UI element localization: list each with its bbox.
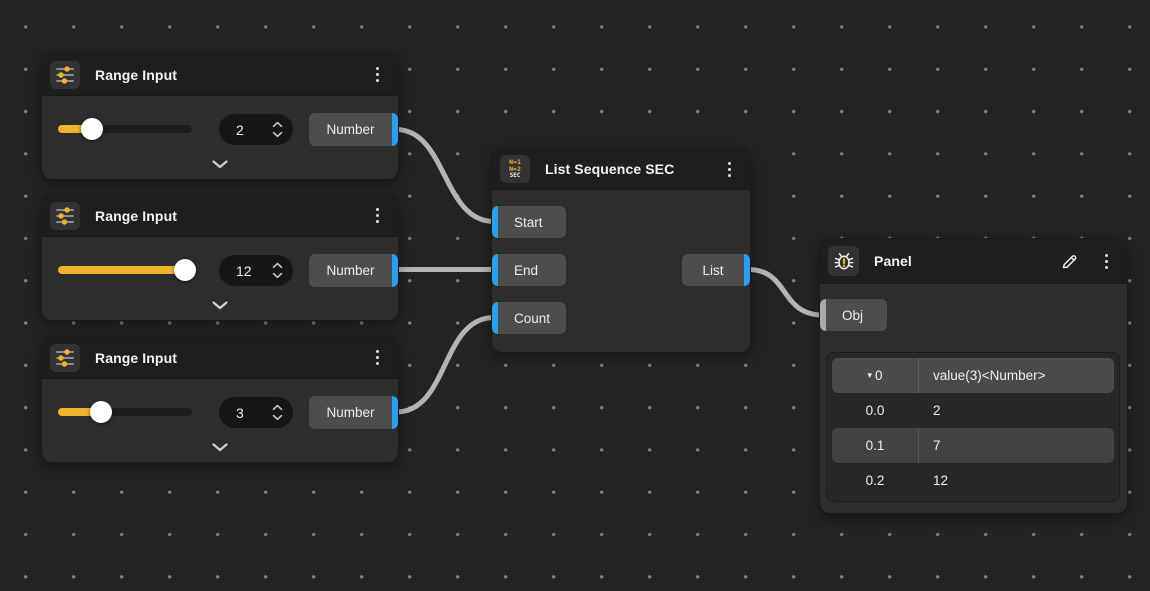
icon-text: N=1 [509,158,521,166]
number-input[interactable]: 2 [219,114,293,145]
row-key: 0.2 [865,473,885,488]
port-label: Number [326,122,375,137]
icon-text: SEC [509,172,521,179]
kebab-menu-icon[interactable] [371,346,384,369]
kebab-menu-icon[interactable] [371,204,384,227]
list-sequence-node[interactable]: N=1 N=2 SEC List Sequence SEC Start End … [492,149,750,352]
slider-track[interactable] [58,125,192,133]
slider-fill [58,266,186,274]
sequence-sec-icon: N=1 N=2 SEC [500,155,530,183]
kebab-menu-icon[interactable] [1100,250,1113,273]
table-header-value: value(3)<Number> [918,358,1114,393]
kebab-menu-icon[interactable] [723,158,736,181]
port-label: Number [326,405,375,420]
table-header-key[interactable]: ▾ 0 [832,368,918,383]
node-title: Range Input [95,66,177,83]
sliders-icon [50,201,80,230]
node-title: Panel [874,253,912,269]
output-port-number[interactable]: Number [309,396,398,429]
slider-fill [58,408,101,416]
sliders-icon [50,343,80,372]
spinner-down-icon[interactable] [272,131,283,138]
collapse-arrow-icon[interactable]: ▾ [867,370,872,380]
port-label: Obj [842,307,864,323]
chevron-down-icon[interactable] [206,154,235,176]
port-label: List [702,262,724,278]
row-key: 0.0 [865,403,885,418]
row-value: 12 [933,473,949,488]
spinner-up-icon[interactable] [272,121,283,128]
input-port-end[interactable]: End [492,254,566,286]
slider-fill [58,125,92,133]
node-title: List Sequence SEC [545,161,675,177]
output-port-number[interactable]: Number [309,113,398,146]
spinner-down-icon[interactable] [272,272,283,279]
node-title: Range Input [95,349,177,366]
range-input-node-1[interactable]: Range Input 2 Number [42,54,398,179]
input-port-count[interactable]: Count [492,302,566,334]
icon-text: N=2 [509,164,521,173]
slider-track[interactable] [58,266,192,274]
range-slider[interactable] [58,401,192,423]
number-value[interactable]: 12 [236,262,252,279]
chevron-down-icon[interactable] [206,295,235,317]
pencil-icon[interactable] [1060,252,1079,271]
header-key-text: 0 [875,368,883,383]
range-input-node-3[interactable]: Range Input 3 Number [42,337,398,462]
table-row-highlighted[interactable]: 0.1 7 [832,428,1114,463]
chevron-down-icon[interactable] [206,437,235,459]
range-slider[interactable] [58,259,197,281]
table-header-row[interactable]: ▾ 0 value(3)<Number> [832,358,1114,393]
spinner-down-icon[interactable] [272,414,283,421]
port-label: End [514,262,539,278]
node-header[interactable]: Range Input [42,337,398,379]
input-port-obj[interactable]: Obj [820,299,887,331]
node-title: Range Input [95,207,177,224]
row-value: 2 [933,403,941,418]
spinner-up-icon[interactable] [272,262,283,269]
port-label: Start [514,214,543,230]
node-header[interactable]: N=1 N=2 SEC List Sequence SEC [492,149,750,190]
slider-thumb[interactable] [174,259,197,281]
slider-thumb[interactable] [89,401,112,423]
kebab-menu-icon[interactable] [371,63,384,86]
output-port-list[interactable]: List [682,254,750,286]
wire-list-to-obj[interactable] [745,267,826,318]
node-header[interactable]: Range Input [42,54,398,96]
node-header[interactable]: Panel [820,239,1127,284]
input-port-start[interactable]: Start [492,206,566,238]
wire-number-to-start[interactable] [393,127,497,224]
output-port-number[interactable]: Number [309,254,398,287]
row-key: 0.1 [865,438,885,453]
range-slider[interactable] [58,118,192,140]
slider-thumb[interactable] [80,118,103,140]
number-value[interactable]: 3 [236,404,244,421]
slider-track[interactable] [58,408,192,416]
spinner-up-icon[interactable] [272,404,283,411]
bug-icon [828,246,859,276]
panel-node[interactable]: Panel Obj ▾ 0 value(3)<Number> 0.0 [820,239,1127,513]
row-value: 7 [918,428,1114,463]
table-row[interactable]: 0.0 2 [832,393,1114,428]
range-input-node-2[interactable]: Range Input 12 Number [42,195,398,320]
port-label: Count [514,310,551,326]
port-label: Number [326,263,375,278]
number-input[interactable]: 3 [219,397,293,428]
number-value[interactable]: 2 [236,121,244,138]
panel-data-table: ▾ 0 value(3)<Number> 0.0 2 0.1 7 0.2 12 [826,352,1120,502]
table-row[interactable]: 0.2 12 [832,463,1114,498]
wire-number-to-count[interactable] [393,315,497,415]
number-input[interactable]: 12 [219,255,293,286]
sliders-icon [50,60,80,89]
node-header[interactable]: Range Input [42,195,398,237]
